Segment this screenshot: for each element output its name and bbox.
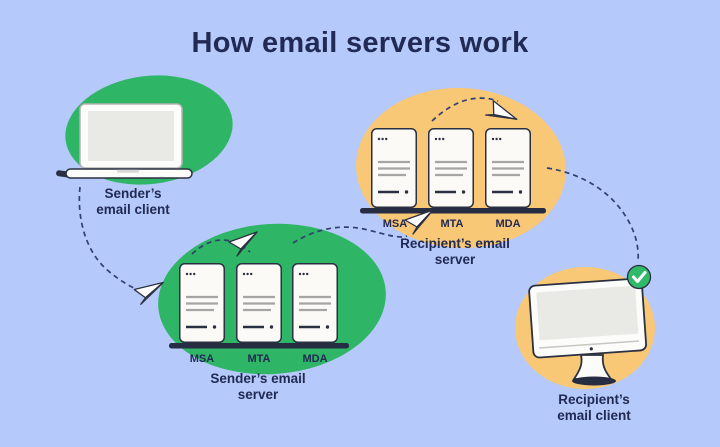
check-icon: [626, 264, 652, 290]
recipient-client-label-line1: Recipient’s: [558, 392, 630, 407]
sender-unit-mda: MDA: [302, 353, 328, 365]
recipient-server-rack: [360, 127, 546, 214]
recipient-client-label-line2: email client: [557, 407, 631, 423]
connector-server-to-recipient-client: [546, 167, 640, 262]
sender-client-label: Sender’s email client: [96, 186, 170, 217]
sender-server-label-line1: Sender’s email: [210, 371, 306, 386]
recipient-server-label: Recipient’s email server: [400, 236, 510, 267]
sender-server-rack: [169, 262, 349, 349]
laptop-icon: [56, 103, 193, 179]
connector-recipient-mta-to-mda: [431, 97, 499, 122]
recipient-unit-mda: MDA: [495, 218, 521, 230]
recipient-unit-mta: MTA: [440, 218, 464, 230]
sender-server-label: Sender’s email server: [210, 371, 305, 402]
sender-unit-msa: MSA: [189, 353, 215, 365]
recipient-server-label-line2: server: [434, 251, 476, 267]
sender-client-label-line1: Sender’s: [104, 186, 162, 201]
recipient-client-label: Recipient’s email client: [557, 392, 631, 423]
sender-unit-mta: MTA: [247, 353, 271, 365]
recipient-unit-msa: MSA: [382, 218, 408, 230]
monitor-icon: [528, 277, 648, 386]
sender-server-label-line2: server: [237, 386, 279, 402]
recipient-server-label-line1: Recipient’s email: [400, 236, 510, 251]
page-title: How email servers work: [191, 27, 529, 59]
sender-client-label-line2: email client: [96, 201, 170, 217]
connector-sender-msa-to-mta: [191, 239, 251, 255]
connector-sender-to-recipient-server: [292, 226, 408, 244]
